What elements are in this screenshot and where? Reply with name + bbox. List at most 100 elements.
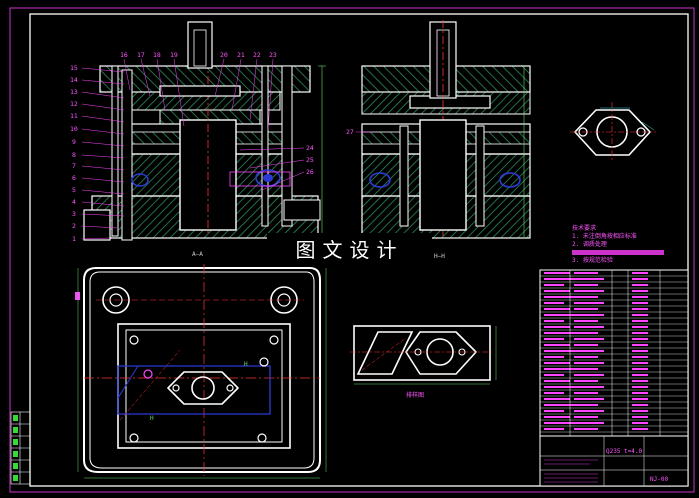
strip-layout: 排样图	[350, 325, 497, 399]
technical-notes: 技术要求 1. 未注倒角按相应标准 2. 调质处理 3. 按规范检验	[572, 224, 664, 264]
bom-row-text	[544, 362, 570, 364]
tech-note: 3. 按规范检验	[572, 256, 613, 264]
callout: 10	[70, 125, 78, 133]
bom-row-text	[632, 290, 648, 292]
callout: 14	[70, 76, 78, 84]
right-callouts: 24 25 26	[306, 144, 314, 176]
bom-row-text	[632, 314, 648, 316]
callout: 27	[346, 128, 354, 136]
callout: 19	[170, 51, 178, 59]
callout: 4	[72, 198, 76, 206]
bom-row-text	[544, 404, 576, 406]
callout: 12	[70, 100, 78, 108]
bom-row-text	[632, 272, 648, 274]
bom-row-text	[632, 416, 648, 418]
section-mark-h: H	[150, 415, 154, 422]
bom-row-text	[544, 284, 564, 286]
bom-row-text	[574, 284, 598, 286]
bom-row-text	[544, 416, 570, 418]
bom-row-text	[544, 272, 570, 274]
side-section-view: 27 H—H	[346, 20, 531, 260]
left-callouts: 15 14 13 12 11 10 9 8 7 6 5 4 3 2 1	[70, 64, 78, 243]
outer-frame	[9, 7, 695, 493]
bom-row-text	[632, 398, 648, 400]
callout: 2	[72, 222, 76, 230]
callout: 20	[220, 51, 228, 59]
tech-note: 1. 未注倒角按相应标准	[572, 232, 637, 240]
callout: 21	[237, 51, 245, 59]
bom-row-text	[574, 350, 604, 352]
tech-title: 技术要求	[572, 224, 596, 232]
bom-row-text	[632, 380, 648, 382]
bom-row-text	[574, 278, 604, 280]
left-strip-table	[10, 411, 31, 485]
bom-row-text	[574, 338, 604, 340]
bom-row-text	[632, 368, 648, 370]
callout: 9	[72, 138, 76, 146]
bom-row-text	[574, 302, 604, 304]
bom-row-text	[632, 332, 648, 334]
plan-view: H H	[75, 264, 327, 479]
bom-row-text	[544, 302, 564, 304]
bom-row-text	[574, 344, 598, 346]
bom-row-text	[632, 356, 648, 358]
bom-row-text	[544, 350, 576, 352]
bom-row-text	[544, 326, 570, 328]
bom-row-text	[544, 338, 564, 340]
inner-frame	[29, 13, 689, 487]
bom-row-text	[574, 368, 598, 370]
bom-row-text	[632, 404, 648, 406]
front-section-view: A—A	[83, 21, 326, 258]
bom-row-text	[632, 386, 648, 388]
bom-row-text	[574, 332, 598, 334]
callout: 3	[72, 210, 76, 218]
bom-row-text	[574, 422, 604, 424]
part-code: NJ-00	[650, 476, 668, 483]
strip-layout-title: 排样图	[406, 391, 424, 399]
bom-row-text	[632, 326, 648, 328]
bom-row-text	[632, 428, 648, 430]
bom-row-text	[574, 398, 604, 400]
bom-row-text	[632, 278, 648, 280]
callout: 6	[72, 174, 76, 182]
bom-row-text	[544, 398, 570, 400]
callout: 24	[306, 144, 314, 152]
bom-row-text	[544, 320, 564, 322]
bom-row-text	[544, 386, 576, 388]
bom-row-text	[632, 308, 648, 310]
bom-row-text	[632, 374, 648, 376]
bom-row-text	[632, 302, 648, 304]
bom-row-text	[544, 308, 570, 310]
bom-row-text	[632, 296, 648, 298]
bom-row-text	[574, 410, 604, 412]
bom-row-text	[574, 428, 598, 430]
bom-row-text	[574, 362, 604, 364]
title-block: Q235 t=4.0 NJ-00	[539, 435, 689, 487]
bom-row-text	[574, 374, 604, 376]
bom-row-text	[544, 344, 570, 346]
bom-row-text	[632, 338, 648, 340]
callout: 18	[153, 51, 161, 59]
bom-row-text	[544, 410, 564, 412]
tech-note: 2. 调质处理	[572, 240, 607, 248]
bom-row-text	[574, 296, 598, 298]
callout: 23	[269, 51, 277, 59]
bom-row-text	[544, 290, 570, 292]
callout: 13	[70, 88, 78, 96]
bom-row-text	[544, 356, 564, 358]
bom-row-text	[544, 368, 576, 370]
callout: 26	[306, 168, 314, 176]
callout: 5	[72, 186, 76, 194]
bom-row-text	[574, 308, 598, 310]
bom-row-text	[544, 392, 564, 394]
callout: 16	[120, 51, 128, 59]
section-mark-h: H	[244, 361, 248, 368]
watermark: 图文设计	[267, 233, 432, 267]
bom-row-text	[574, 326, 604, 328]
bom-row-text	[632, 350, 648, 352]
bom-row-text	[544, 278, 576, 280]
bom-row-text	[632, 392, 648, 394]
bom-row-text	[544, 332, 576, 334]
callout: 17	[137, 51, 145, 59]
